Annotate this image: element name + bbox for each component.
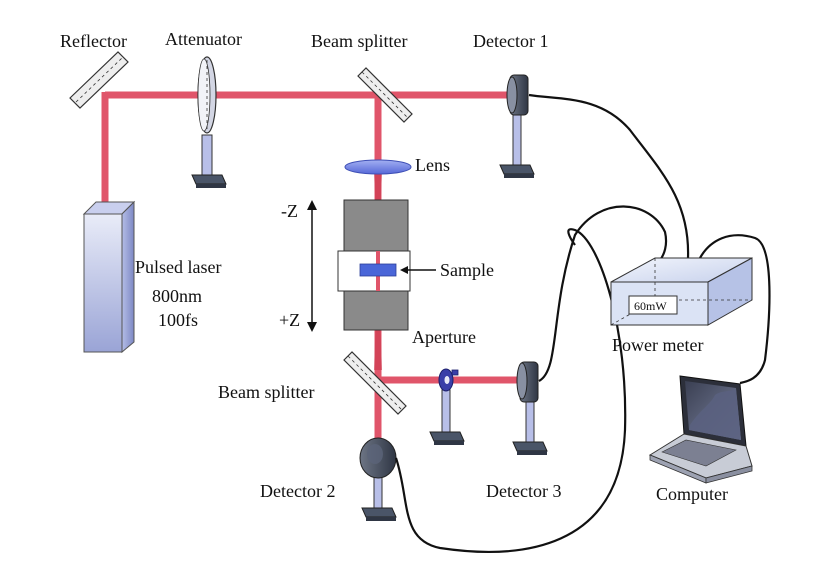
sample-label: Sample (440, 260, 494, 280)
reflector-label: Reflector (60, 31, 127, 51)
cable-computer (699, 234, 771, 385)
pulsed-laser (82, 200, 136, 354)
beam-splitter-top-label: Beam splitter (311, 31, 407, 51)
detector-1-label: Detector 1 (473, 31, 548, 51)
pulsed-laser-label: Pulsed laser (135, 257, 221, 277)
laptop-computer (648, 375, 753, 484)
beam-splitter-bottom (343, 351, 407, 415)
computer-label: Computer (656, 484, 728, 504)
aperture (429, 368, 465, 445)
sample-pointer-arrow (400, 266, 436, 274)
pulse-width-label: 100fs (158, 310, 198, 330)
beam-splitter-bottom-label: Beam splitter (218, 382, 314, 402)
signal-cables (394, 93, 771, 553)
power-meter-display (628, 295, 678, 315)
power-reading: 60mW (634, 299, 667, 313)
wavelength-label: 800nm (152, 286, 202, 306)
power-meter-label: Power meter (612, 335, 703, 355)
plus-z-label: +Z (279, 310, 300, 330)
power-meter (610, 257, 753, 326)
detector-3 (512, 361, 548, 455)
aperture-label: Aperture (412, 327, 476, 347)
attenuator (191, 56, 227, 188)
cable-detector-1 (528, 93, 690, 259)
sample-holder (337, 199, 411, 331)
detector-3-label: Detector 3 (486, 481, 561, 501)
detector-1 (499, 74, 535, 178)
lens-label: Lens (415, 155, 450, 175)
detector-2 (359, 437, 397, 521)
minus-z-label: -Z (281, 201, 298, 221)
sample (359, 263, 397, 277)
z-axis-arrow (307, 200, 317, 332)
detector-2-label: Detector 2 (260, 481, 335, 501)
lens (344, 159, 412, 175)
reflector-mirror (69, 51, 129, 109)
beam-splitter-top (357, 67, 413, 123)
attenuator-label: Attenuator (165, 29, 242, 49)
cable-detector-2 (394, 228, 627, 553)
cable-detector-3 (538, 205, 668, 382)
